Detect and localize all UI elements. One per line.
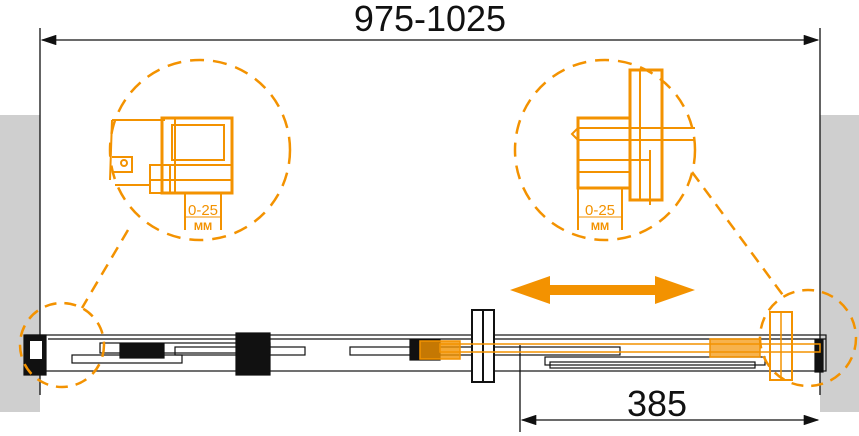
left-adjust-range: 0-25 xyxy=(188,202,218,219)
right-detail-view: 0-25 MM xyxy=(513,58,697,242)
overall-width-dimension: 975-1025 xyxy=(39,0,821,395)
right-detail-connector xyxy=(690,171,787,299)
left-detail-connector xyxy=(80,229,130,309)
right-adjust-unit: MM xyxy=(591,221,609,233)
opening-width-label: 385 xyxy=(627,383,687,424)
opening-dimension: 385 xyxy=(519,345,820,432)
overall-width-label: 975-1025 xyxy=(354,0,506,39)
left-detail-view: 0-25 MM xyxy=(108,58,292,242)
right-detail-marker xyxy=(758,288,858,388)
sliding-door-panel xyxy=(419,311,821,381)
left-adjust-unit: MM xyxy=(194,221,212,233)
left-detail-marker xyxy=(18,301,106,389)
right-adjust-range: 0-25 xyxy=(585,202,615,219)
sliding-direction-arrow xyxy=(510,276,695,304)
